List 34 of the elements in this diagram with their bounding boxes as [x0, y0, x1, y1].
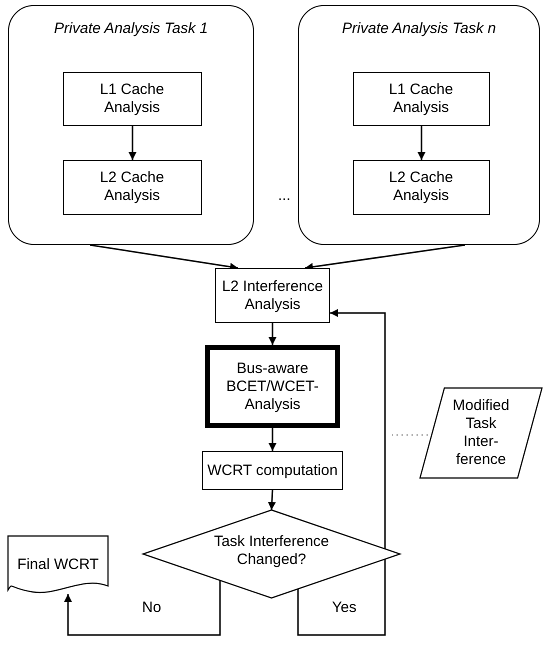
node-label: L1 Cache Analysis	[98, 80, 166, 116]
task-group	[8, 5, 254, 245]
arrow	[268, 490, 276, 510]
leader-line	[392, 434, 428, 436]
document-shape	[8, 536, 108, 594]
arrow	[304, 244, 466, 271]
process-box	[202, 451, 343, 490]
arrow	[418, 126, 426, 160]
arrow	[90, 244, 238, 271]
process-box	[62, 72, 202, 126]
process-box	[352, 160, 490, 214]
group-title: Private Analysis Task 1	[54, 20, 208, 38]
node-label: Bus-aware BCET/WCET-Analysis	[225, 360, 320, 414]
arrow	[268, 428, 276, 451]
arrow	[268, 323, 276, 345]
node-label: L2 Cache Analysis	[98, 169, 166, 205]
node-label: L1 Cache Analysis	[388, 80, 454, 116]
node-label: Task Interference Changed?	[212, 533, 330, 569]
process-box	[215, 268, 330, 323]
process-box	[205, 345, 340, 428]
arrow	[297, 309, 386, 636]
process-box	[62, 160, 202, 214]
task-group	[298, 5, 540, 245]
arrow	[128, 126, 136, 160]
data-parallelogram	[420, 388, 542, 478]
node-label: L2 Interference Analysis	[221, 278, 324, 314]
group-title: Private Analysis Task n	[342, 20, 496, 38]
node-label: L2 Cache Analysis	[388, 169, 454, 205]
node-label: Final WCRT	[17, 556, 99, 574]
arrow	[64, 580, 221, 636]
process-box	[352, 72, 490, 126]
decision-diamond	[143, 510, 400, 598]
node-label: Modified Task Inter-ference	[452, 397, 510, 469]
node-label: WCRT computation	[207, 462, 338, 480]
